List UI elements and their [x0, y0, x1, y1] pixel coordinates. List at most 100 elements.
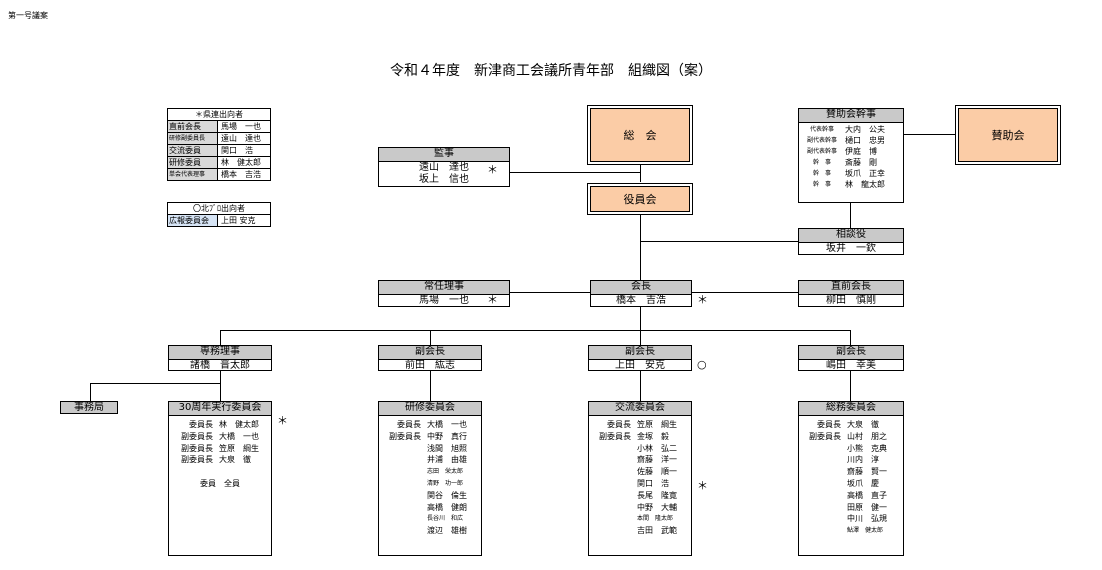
table-row: 研修副委員長遠山 達也 — [168, 132, 270, 144]
member-name: 小熊 克典 — [847, 443, 887, 453]
role — [379, 490, 427, 502]
role — [589, 478, 637, 490]
member-name: 浅間 旭照 — [427, 443, 467, 453]
connector — [850, 203, 851, 228]
role — [589, 466, 637, 478]
role — [379, 454, 427, 466]
list-item: 副委員長大橋 一也 — [169, 431, 271, 443]
board-meeting-box: 役員会 — [590, 186, 690, 212]
list-item: 幹 事林 龍太郎 — [799, 179, 903, 190]
member-name: 大橋 一也 — [427, 420, 467, 429]
list-item: 代表幹事大内 公夫 — [799, 124, 903, 135]
role: 副委員長 — [389, 431, 421, 441]
role — [379, 443, 427, 455]
role — [799, 454, 847, 466]
table-row: 直前会長馬場 一也 — [168, 120, 270, 132]
member-name: 吉田 武範 — [637, 526, 677, 536]
general-assembly-box: 総 会 — [590, 108, 690, 162]
list-item: 委員長林 健太郎 — [169, 419, 271, 431]
list-item: 副代表幹事樋口 忠男 — [799, 135, 903, 146]
row-value: 林 健太郎 — [221, 158, 261, 167]
table-heading: ＊県連出向者 — [168, 109, 270, 120]
role — [589, 513, 637, 525]
role — [799, 513, 847, 525]
list-item: 中野 大輔 — [589, 502, 691, 514]
list-item: 浅間 旭照 — [379, 443, 481, 455]
member-name: 坂爪 正幸 — [845, 169, 885, 178]
heading-text: 〇北ﾌﾞﾛ出向者 — [193, 204, 245, 213]
list-item: 清野 功一郎 — [379, 478, 481, 490]
member-name: 諸橋 晋太郎 — [190, 360, 250, 371]
list-item: 委員長大泉 徹 — [799, 419, 903, 431]
row-key: 広報委員会 — [168, 215, 218, 226]
role — [589, 490, 637, 502]
member-name: 志田 栄太郎 — [427, 468, 464, 476]
member-name: 鮎澤 健太郎 — [847, 527, 884, 535]
role: 委員長 — [607, 420, 631, 429]
role: 幹 事 — [812, 170, 831, 177]
list-item: 関口 浩 — [589, 478, 691, 490]
member-name: 林 健太郎 — [219, 420, 259, 429]
list-item: 副委員長大泉 徹 — [169, 454, 271, 466]
role — [589, 502, 637, 514]
connector — [430, 330, 431, 345]
role: 幹 事 — [812, 181, 831, 188]
connector — [430, 371, 431, 401]
member-name: 山村 朋之 — [847, 431, 887, 441]
box-label: 賛助会 — [991, 129, 1025, 142]
member-name: 馬場 一也 — [419, 295, 469, 306]
box-title: 副会長 — [589, 346, 691, 360]
box-title: 会長 — [591, 281, 691, 295]
member-name: 樋口 忠男 — [845, 136, 885, 145]
role: 副委員長 — [599, 431, 631, 441]
page-title: 令和４年度 新津商工会議所青年部 組織図（案） — [390, 63, 712, 79]
role: 委員長 — [817, 420, 841, 429]
list-item: 小林 弘二 — [589, 443, 691, 455]
table-heading: 〇北ﾌﾞﾛ出向者 — [168, 203, 270, 214]
member-name: 本間 隆太郎 — [637, 515, 674, 523]
list-item: 関谷 倫生 — [379, 490, 481, 502]
connector — [510, 172, 640, 173]
member-name: 高橋 健朗 — [427, 502, 467, 512]
connector — [850, 371, 851, 401]
member-name: 柳田 慎剛 — [826, 295, 876, 306]
row-key: 研修委員 — [168, 157, 218, 168]
star-mark: ＊ — [487, 163, 498, 176]
connector — [904, 134, 956, 135]
member-name: 齋藤 賢一 — [847, 467, 887, 477]
member-name: 金塚 毅 — [637, 431, 669, 441]
list-item: 幹 事斎藤 剛 — [799, 157, 903, 168]
exchange-committee-box: 交流委員会 委員長笠原 綱生副委員長金塚 毅小林 弘二齋藤 洋一佐藤 順一関口 … — [588, 401, 692, 556]
role — [589, 525, 637, 537]
list-item: 齋藤 洋一 — [589, 454, 691, 466]
table-row: 単会代表理事橋本 吉浩 — [168, 168, 270, 180]
executive-director-box: 専務理事 諸橋 晋太郎 — [168, 345, 272, 371]
member-name: 長尾 隆寛 — [637, 490, 677, 500]
member-name: 小林 弘二 — [637, 443, 677, 453]
list-item: 副代表幹事伊庭 博 — [799, 146, 903, 157]
role — [379, 513, 427, 525]
member-name: 伊庭 博 — [845, 147, 877, 156]
list-item: 長谷川 和広 — [379, 513, 481, 525]
box-label: 事務局 — [74, 402, 104, 413]
role — [799, 478, 847, 490]
row-value: 馬場 一也 — [221, 122, 261, 131]
connector — [220, 330, 221, 345]
member-name: 齋藤 洋一 — [637, 455, 677, 465]
member-name: 笠原 綱生 — [637, 420, 677, 429]
row-key: 交流委員 — [168, 145, 218, 156]
box-title: 副会長 — [379, 346, 481, 360]
list-item: 小熊 克典 — [799, 443, 903, 455]
box-title: 交流委員会 — [589, 402, 691, 416]
list-item: 副委員長金塚 毅 — [589, 431, 691, 443]
row-key: 研修副委員長 — [168, 133, 218, 144]
list-item: 佐藤 順一 — [589, 466, 691, 478]
box-label: 総 会 — [623, 129, 657, 142]
member-name: 川内 淳 — [847, 455, 879, 465]
member-name: 井浦 由雄 — [427, 455, 467, 465]
list-item: 高橋 健朗 — [379, 502, 481, 514]
connector — [640, 241, 798, 242]
member-name: 大内 公夫 — [845, 125, 885, 134]
role — [379, 478, 427, 490]
role — [799, 525, 847, 537]
